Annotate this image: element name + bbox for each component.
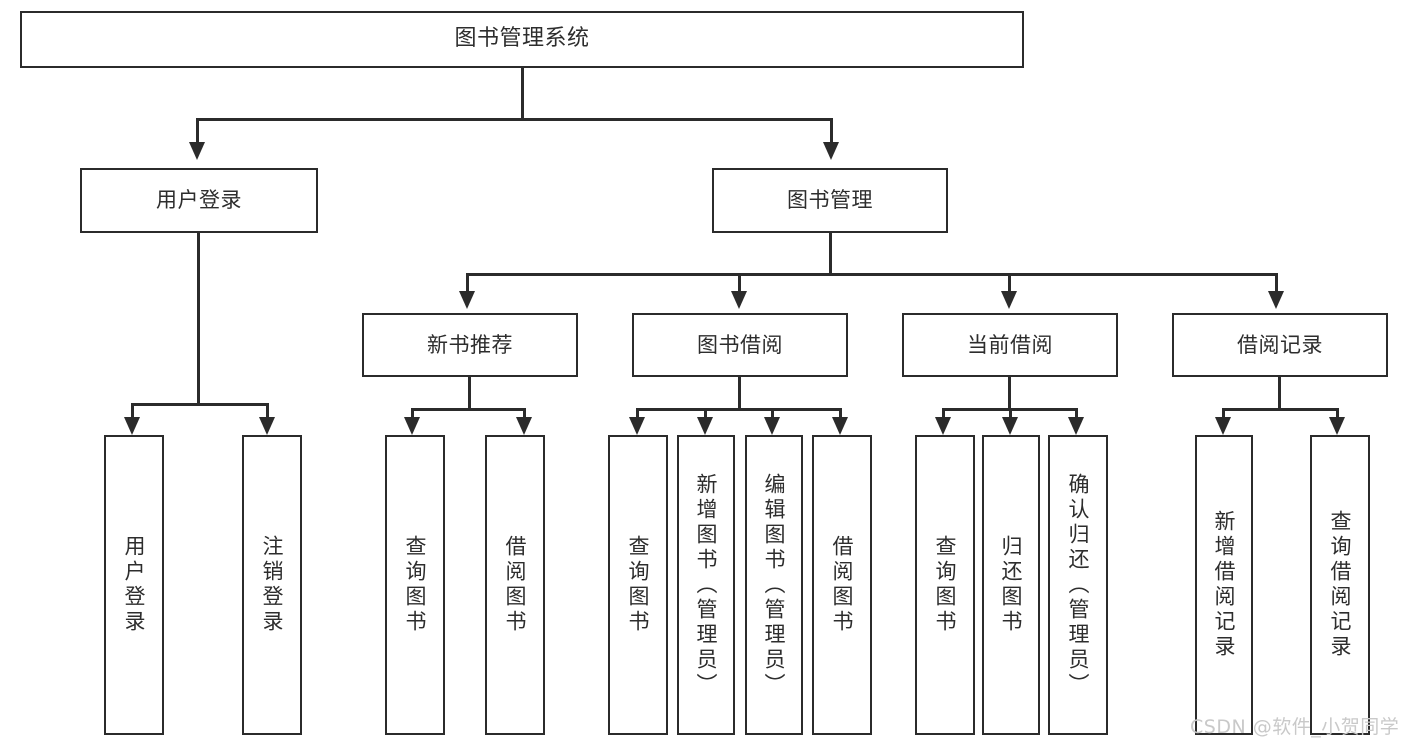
node-label: 借阅图书 [830,535,855,635]
arrowhead-leaf-user-login-2 [259,417,275,435]
node-label: 借阅记录 [1237,332,1323,357]
arrowhead-book-mgmt [823,142,839,160]
connector-book-mgmt-drop-3 [1008,273,1011,295]
node-label: 新增图书（管理员） [694,472,719,698]
leaf-user-login-logout[interactable]: 注销登录 [242,435,302,735]
node-current-borrow[interactable]: 当前借阅 [902,313,1118,377]
arrowhead-borrow-record [1268,291,1284,309]
node-label: 归还图书 [999,535,1024,635]
arrowhead-leaf-new-book-1 [404,417,420,435]
arrowhead-leaf-book-borrow-2 [697,417,713,435]
connector-user-login-bus [131,403,268,406]
node-label: 图书管理 [787,188,873,213]
leaf-borrow-record-query[interactable]: 查询借阅记录 [1310,435,1370,735]
connector-user-login-stem [197,233,200,405]
arrowhead-leaf-book-borrow-3 [764,417,780,435]
leaf-new-book-borrow[interactable]: 借阅图书 [485,435,545,735]
leaf-book-borrow-borrow[interactable]: 借阅图书 [812,435,872,735]
node-label: 查询借阅记录 [1328,510,1353,660]
connector-book-borrow-bus [636,408,842,411]
connector-root-bus [196,118,833,121]
arrowhead-leaf-book-borrow-4 [832,417,848,435]
connector-current-borrow-drop-3 [1075,408,1078,421]
connector-borrow-record-drop-2 [1336,408,1339,421]
connector-book-borrow-drop-2 [704,408,707,421]
node-label: 新书推荐 [427,332,513,357]
arrowhead-leaf-current-borrow-3 [1068,417,1084,435]
arrowhead-leaf-user-login-1 [124,417,140,435]
node-book-management[interactable]: 图书管理 [712,168,948,233]
node-label: 用户登录 [122,535,147,635]
node-label: 用户登录 [156,188,242,213]
leaf-book-borrow-query[interactable]: 查询图书 [608,435,668,735]
leaf-borrow-record-add[interactable]: 新增借阅记录 [1195,435,1253,735]
connector-book-borrow-drop-4 [839,408,842,421]
node-label: 查询图书 [403,535,428,635]
connector-user-login-drop-2 [266,403,269,421]
connector-new-book-bus [411,408,526,411]
connector-user-login-drop-1 [131,403,134,421]
connector-current-borrow-drop-2 [1009,408,1012,421]
connector-book-borrow-drop-1 [636,408,639,421]
leaf-book-borrow-add[interactable]: 新增图书（管理员） [677,435,735,735]
node-root-system[interactable]: 图书管理系统 [20,11,1024,68]
connector-new-book-drop-2 [523,408,526,421]
connector-book-mgmt-drop-2 [738,273,741,295]
connector-current-borrow-stem [1008,377,1011,411]
arrowhead-book-borrow [731,291,747,309]
arrowhead-leaf-borrow-record-1 [1215,417,1231,435]
connector-book-borrow-drop-3 [771,408,774,421]
node-label: 查询图书 [626,535,651,635]
connector-borrow-record-stem [1278,377,1281,411]
node-book-borrow[interactable]: 图书借阅 [632,313,848,377]
node-label: 图书借阅 [697,332,783,357]
node-borrow-record[interactable]: 借阅记录 [1172,313,1388,377]
connector-current-borrow-drop-1 [942,408,945,421]
arrowhead-leaf-current-borrow-1 [935,417,951,435]
connector-book-mgmt-stem [829,233,832,275]
node-label: 新增借阅记录 [1212,510,1237,660]
arrowhead-leaf-new-book-2 [516,417,532,435]
node-user-login[interactable]: 用户登录 [80,168,318,233]
leaf-book-borrow-edit[interactable]: 编辑图书（管理员） [745,435,803,735]
node-label: 查询图书 [933,535,958,635]
node-label: 图书管理系统 [454,26,590,52]
arrowhead-leaf-current-borrow-2 [1002,417,1018,435]
node-label: 注销登录 [260,535,285,635]
node-label: 借阅图书 [503,535,528,635]
connector-book-borrow-stem [738,377,741,411]
arrowhead-user-login [189,142,205,160]
connector-new-book-drop-1 [411,408,414,421]
arrowhead-leaf-book-borrow-1 [629,417,645,435]
leaf-current-borrow-return[interactable]: 归还图书 [982,435,1040,735]
connector-borrow-record-drop-1 [1222,408,1225,421]
arrowhead-new-book-recommend [459,291,475,309]
connector-root-to-book-mgmt [830,118,833,146]
connector-root-to-user-login [196,118,199,146]
watermark: CSDN @软件_小贺同学 [1190,716,1400,738]
connector-root-stem [521,68,524,120]
connector-book-mgmt-bus [466,273,1278,276]
leaf-current-borrow-confirm[interactable]: 确认归还（管理员） [1048,435,1108,735]
node-label: 编辑图书（管理员） [762,472,787,698]
arrowhead-current-borrow [1001,291,1017,309]
node-label: 当前借阅 [967,332,1053,357]
node-label: 确认归还（管理员） [1066,472,1091,698]
leaf-current-borrow-query[interactable]: 查询图书 [915,435,975,735]
node-new-book-recommend[interactable]: 新书推荐 [362,313,578,377]
connector-book-mgmt-drop-1 [466,273,469,295]
arrowhead-leaf-borrow-record-2 [1329,417,1345,435]
connector-borrow-record-bus [1222,408,1339,411]
leaf-user-login-login[interactable]: 用户登录 [104,435,164,735]
connector-new-book-stem [468,377,471,411]
connector-book-mgmt-drop-4 [1275,273,1278,295]
leaf-new-book-query[interactable]: 查询图书 [385,435,445,735]
